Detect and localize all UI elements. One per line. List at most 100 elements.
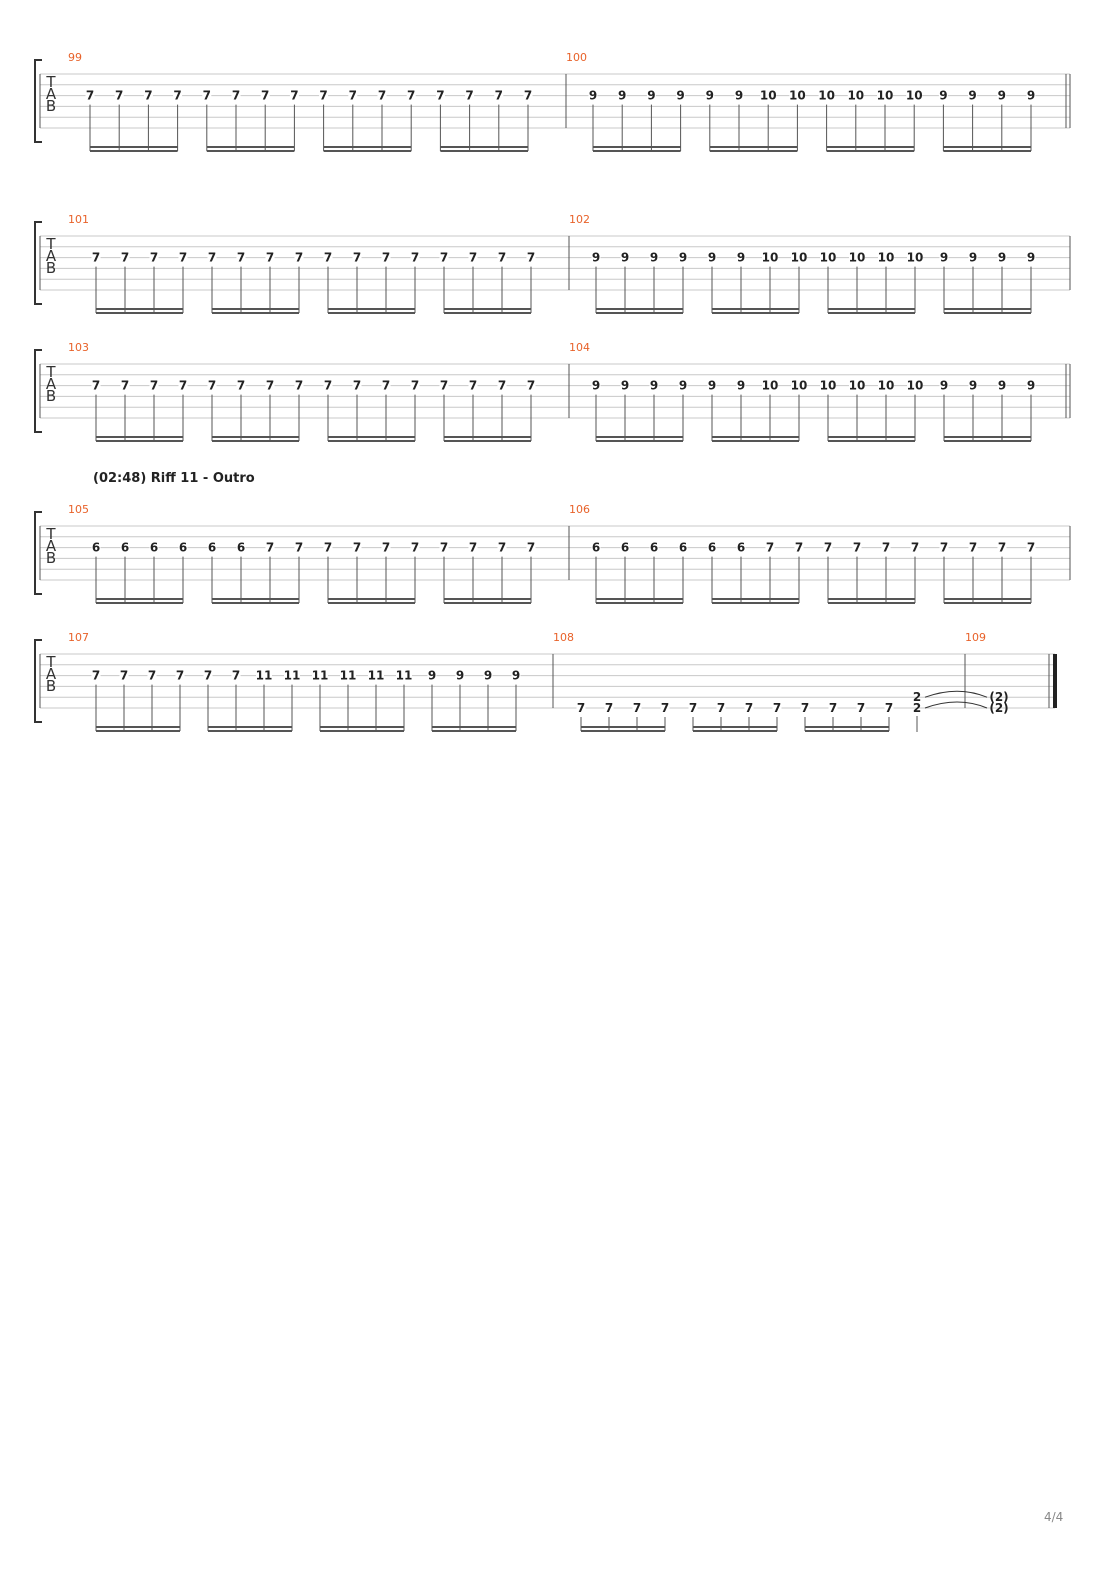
note-bg (649, 379, 659, 392)
measure-number: 105 (68, 503, 89, 516)
fret-number: 9 (939, 89, 947, 103)
note-bg (511, 669, 521, 682)
note-bg (736, 379, 746, 392)
tab-clef-letter: T (45, 363, 56, 381)
note-bg (968, 89, 978, 102)
fret-number: 7 (689, 701, 697, 715)
note-bg (828, 702, 838, 714)
fret-number: 7 (324, 251, 332, 265)
note-bg (997, 379, 1007, 392)
fret-number: 9 (650, 379, 658, 393)
note-bg (497, 379, 507, 392)
note-bg (604, 702, 614, 714)
note-bg (497, 251, 507, 264)
fret-number: 10 (760, 89, 777, 103)
measure-number: 108 (553, 631, 574, 644)
note-bg (997, 89, 1007, 102)
note-bg (617, 89, 627, 102)
fret-number: 7 (179, 251, 187, 265)
fret-number: 7 (745, 701, 753, 715)
note-bg (377, 89, 387, 102)
note-bg (620, 251, 630, 264)
note-bg (591, 541, 601, 554)
note-bg (468, 251, 478, 264)
note-bg (468, 379, 478, 392)
fret-number: 10 (791, 251, 808, 265)
fret-number: 7 (92, 251, 100, 265)
note-bg (396, 669, 412, 682)
note-bg (707, 379, 717, 392)
fret-number: 6 (179, 541, 187, 555)
fret-number: 10 (818, 89, 835, 103)
tied-fret-number: (2) (989, 701, 1008, 715)
tab-clef-letter: T (45, 525, 56, 543)
fret-number: 6 (621, 541, 629, 555)
note-bg (323, 541, 333, 554)
fret-number: 10 (877, 89, 894, 103)
fret-number: 9 (737, 379, 745, 393)
note-bg (939, 541, 949, 554)
fret-number: 9 (592, 379, 600, 393)
fret-number: 9 (968, 89, 976, 103)
fret-number: 6 (708, 541, 716, 555)
fret-number: 10 (789, 89, 806, 103)
fret-number: 7 (495, 89, 503, 103)
fret-number: 9 (969, 251, 977, 265)
fret-number: 7 (527, 379, 535, 393)
note-bg (348, 89, 358, 102)
note-bg (352, 379, 362, 392)
measure-number: 109 (965, 631, 986, 644)
note-bg (968, 541, 978, 554)
fret-number: 7 (295, 251, 303, 265)
fret-number: 7 (232, 89, 240, 103)
note-bg (284, 669, 300, 682)
fret-number: 7 (266, 541, 274, 555)
fret-number: 10 (849, 251, 866, 265)
fret-number: 7 (857, 701, 865, 715)
fret-number: 9 (676, 89, 684, 103)
tab-clef-letter: A (46, 537, 57, 555)
note-bg (439, 251, 449, 264)
note-bg (678, 541, 688, 554)
fret-number: 10 (906, 89, 923, 103)
fret-number: 10 (847, 89, 864, 103)
fret-number: 7 (115, 89, 123, 103)
fret-number: 10 (849, 379, 866, 393)
note-bg (907, 379, 923, 392)
fret-number: 11 (312, 669, 329, 683)
fret-number: 7 (969, 541, 977, 555)
note-bg (765, 541, 775, 554)
fret-number: 7 (527, 251, 535, 265)
fret-number: 9 (940, 379, 948, 393)
note-bg (294, 541, 304, 554)
fret-number: 7 (324, 541, 332, 555)
fret-number: 9 (735, 89, 743, 103)
fret-number: 7 (801, 701, 809, 715)
fret-number: 6 (650, 541, 658, 555)
tab-clef-letter: B (46, 259, 56, 277)
note-bg (907, 251, 923, 264)
fret-number: 9 (1027, 89, 1035, 103)
fret-number: 7 (773, 701, 781, 715)
fret-number: 7 (295, 379, 303, 393)
note-bg (178, 541, 188, 554)
note-bg (256, 669, 272, 682)
page-number: 4/4 (1044, 1510, 1064, 1524)
fret-number: 7 (382, 541, 390, 555)
note-bg (427, 669, 437, 682)
fret-number: 7 (940, 541, 948, 555)
note-bg (147, 669, 157, 682)
fret-number: 9 (706, 89, 714, 103)
fret-number: 6 (121, 541, 129, 555)
note-bg (312, 669, 328, 682)
fret-number: 7 (440, 541, 448, 555)
fret-number: 9 (1027, 251, 1035, 265)
fret-number: 9 (484, 669, 492, 683)
note-bg (207, 541, 217, 554)
note-bg (323, 379, 333, 392)
note-bg (236, 251, 246, 264)
note-bg (410, 251, 420, 264)
fret-number: 7 (353, 379, 361, 393)
note-bg (381, 541, 391, 554)
